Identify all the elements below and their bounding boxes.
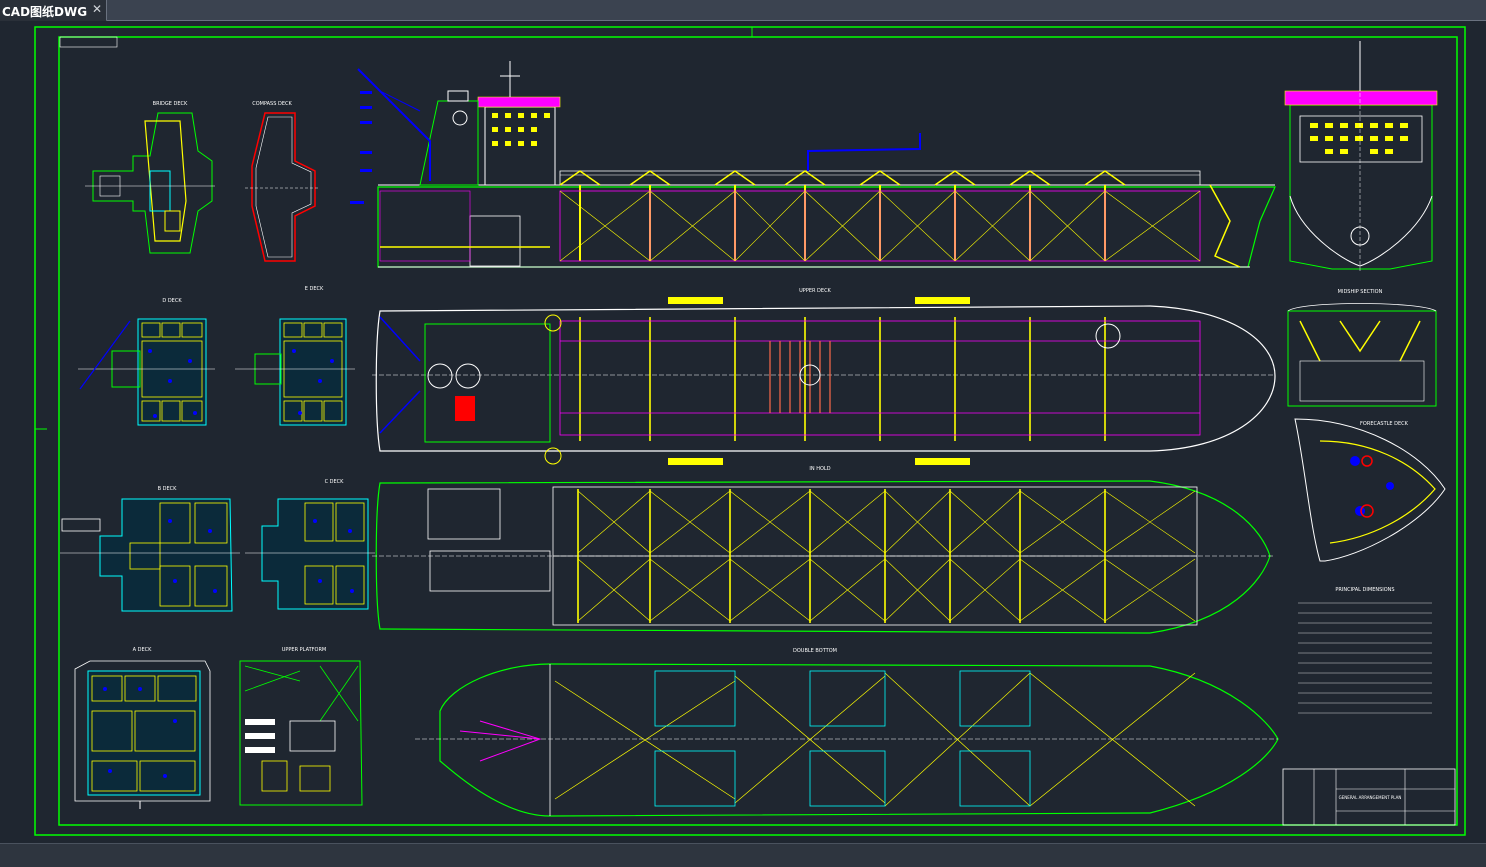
stern-view bbox=[1284, 41, 1438, 271]
tab-title: CAD图纸DWG bbox=[2, 5, 88, 19]
label-upper-platform: UPPER PLATFORM bbox=[282, 647, 327, 653]
label-midship-section: MIDSHIP SECTION bbox=[1338, 289, 1383, 295]
label-e-deck: E DECK bbox=[305, 286, 324, 292]
inner-frame bbox=[58, 36, 1458, 826]
title-block: GENERAL ARRANGEMENT PLAN bbox=[1282, 768, 1456, 826]
label-d-deck: D DECK bbox=[162, 298, 182, 304]
d-deck-view: D DECK bbox=[78, 298, 215, 426]
label-compass-deck: COMPASS DECK bbox=[252, 101, 292, 107]
label-double-bottom: DOUBLE BOTTOM bbox=[793, 648, 837, 654]
a-deck-view: A DECK bbox=[74, 647, 211, 809]
principal-dimensions-table: PRINCIPAL DIMENSIONS bbox=[1298, 587, 1432, 714]
forecastle-deck-view: FORECASTLE DECK bbox=[1294, 418, 1446, 562]
upper-deck-plan: UPPER DECK bbox=[372, 288, 1276, 465]
label-bridge-deck: BRIDGE DECK bbox=[153, 101, 188, 107]
drawing-canvas[interactable]: BRIDGE DECK COMPASS DECK D DECK E DECK bbox=[0, 21, 1486, 843]
c-deck-view: C DECK bbox=[245, 479, 375, 610]
ship-arrangement-drawing: BRIDGE DECK COMPASS DECK D DECK E DECK bbox=[34, 26, 1466, 836]
in-hold-plan: IN HOLD bbox=[372, 466, 1275, 634]
drawing-number-box bbox=[59, 36, 118, 48]
label-in-hold: IN HOLD bbox=[809, 466, 830, 472]
upper-platform-view: UPPER PLATFORM bbox=[239, 647, 363, 806]
bridge-deck-view: BRIDGE DECK bbox=[85, 101, 215, 254]
b-deck-view: B DECK bbox=[60, 486, 240, 612]
label-a-deck: A DECK bbox=[133, 647, 153, 653]
label-forecastle-deck: FORECASTLE DECK bbox=[1360, 421, 1409, 427]
label-b-deck: B DECK bbox=[158, 486, 178, 492]
document-tab[interactable]: CAD图纸DWG ✕ bbox=[0, 0, 107, 22]
label-upper-deck: UPPER DECK bbox=[799, 288, 831, 294]
compass-deck-view: COMPASS DECK bbox=[245, 101, 320, 262]
outer-frame bbox=[34, 26, 1466, 836]
label-principal-dimensions: PRINCIPAL DIMENSIONS bbox=[1335, 587, 1394, 593]
e-deck-view: E DECK bbox=[235, 286, 355, 426]
label-c-deck: C DECK bbox=[325, 479, 345, 485]
midship-section-view: MIDSHIP SECTION bbox=[1287, 289, 1437, 407]
double-bottom-plan: DOUBLE BOTTOM bbox=[415, 648, 1279, 817]
ship-profile-view bbox=[350, 61, 1276, 268]
document-tab-bar: CAD图纸DWG ✕ bbox=[0, 0, 1486, 22]
status-bar bbox=[0, 843, 1486, 867]
label-general-arrangement-plan: GENERAL ARRANGEMENT PLAN bbox=[1339, 795, 1402, 800]
close-icon[interactable]: ✕ bbox=[92, 2, 103, 16]
